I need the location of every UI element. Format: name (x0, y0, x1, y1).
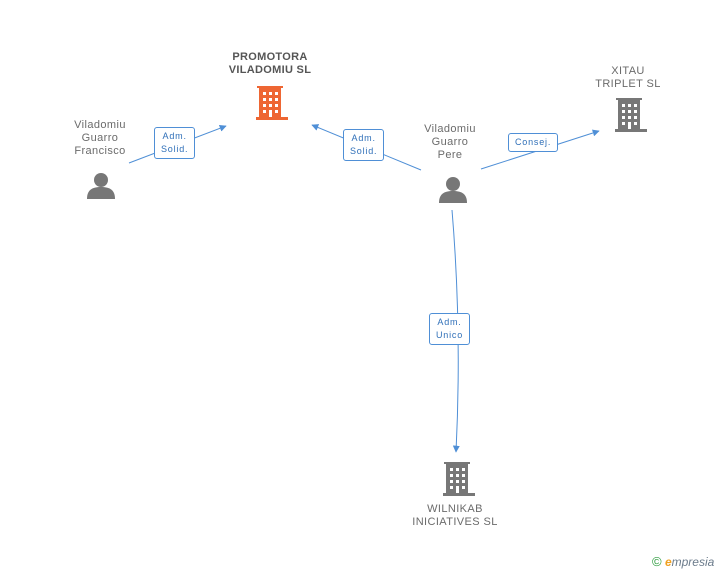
node-label-xitau[interactable]: XITAU TRIPLET SL (595, 65, 661, 90)
edge-label-pere-promotora[interactable]: Adm. Solid. (343, 129, 385, 161)
brand-logo: © empresia (652, 554, 715, 569)
node-label-wilnikab[interactable]: WILNIKAB INICIATIVES SL (412, 503, 498, 528)
edge-label-francisco-promotora[interactable]: Adm. Solid. (154, 127, 196, 159)
person-icon[interactable] (87, 173, 115, 199)
edge-label-pere-wilnikab[interactable]: Adm. Unico (429, 313, 471, 345)
node-label-promotora[interactable]: PROMOTORA VILADOMIU SL (228, 51, 312, 76)
edge-label-pere-xitau[interactable]: Consej. (508, 133, 559, 152)
node-label-pere[interactable]: Viladomiu Guarro Pere (424, 123, 476, 161)
node-label-francisco[interactable]: Viladomiu Guarro Francisco (74, 119, 126, 157)
building-icon[interactable] (256, 86, 288, 120)
copyright-icon: © (652, 554, 662, 569)
building-icon[interactable] (615, 98, 647, 132)
building-icon[interactable] (443, 462, 475, 496)
person-icon[interactable] (439, 177, 467, 203)
